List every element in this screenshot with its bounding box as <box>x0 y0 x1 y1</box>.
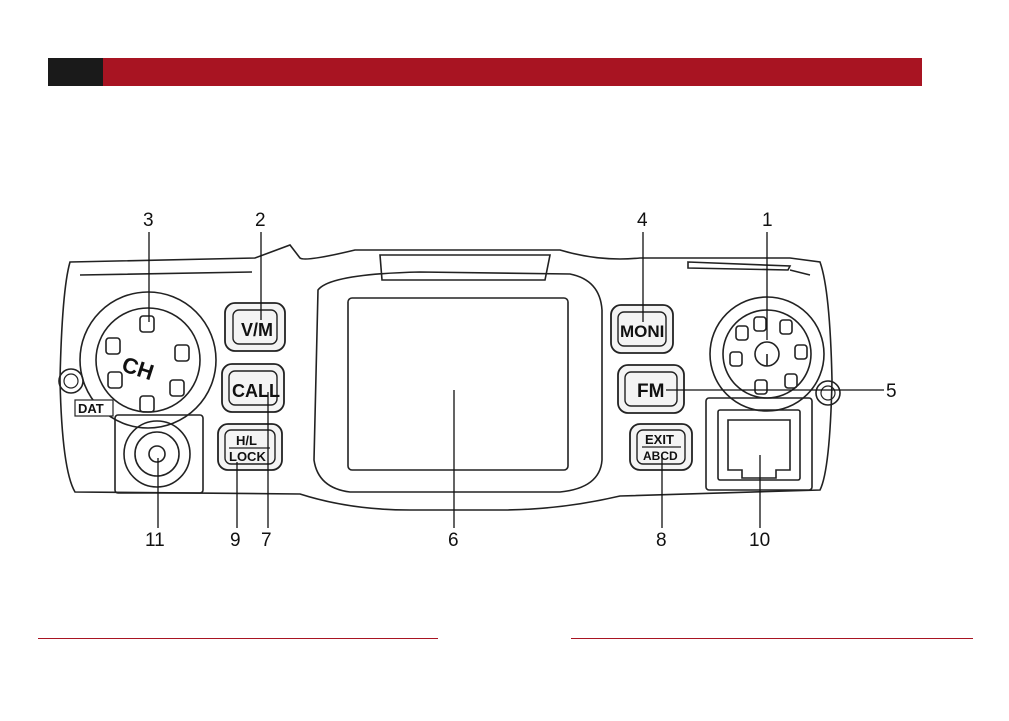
moni-button-label: MONI <box>620 322 664 341</box>
footer-rule-left <box>38 638 438 639</box>
call-button-label: CALL <box>232 381 280 401</box>
left-mount-screw <box>59 369 83 393</box>
callout-11: 11 <box>145 530 165 551</box>
lcd-screen <box>348 298 568 470</box>
callout-10: 10 <box>749 530 770 551</box>
callout-5: 5 <box>886 381 897 402</box>
abcd-button-label: ABCD <box>643 449 678 463</box>
exit-button-label: EXIT <box>645 432 674 447</box>
ch-knob-label: CH <box>119 352 157 386</box>
right-mount-screw <box>816 381 840 405</box>
callout-6: 6 <box>448 530 459 551</box>
hl-button-label: H/L <box>236 433 257 448</box>
callout-9: 9 <box>230 530 241 551</box>
callout-1: 1 <box>762 210 773 231</box>
callout-8: 8 <box>656 530 667 551</box>
callout-7: 7 <box>261 530 272 551</box>
callout-4: 4 <box>637 210 648 231</box>
mic-jack <box>124 421 190 487</box>
callout-2: 2 <box>255 210 266 231</box>
data-port <box>718 410 800 480</box>
footer-rule-right <box>571 638 973 639</box>
vm-button-label: V/M <box>241 320 273 340</box>
callout-3: 3 <box>143 210 154 231</box>
display-bezel <box>314 272 602 492</box>
lock-button-label: LOCK <box>229 449 266 464</box>
fm-button-label: FM <box>637 381 664 402</box>
dat-label: DAT <box>78 401 104 416</box>
